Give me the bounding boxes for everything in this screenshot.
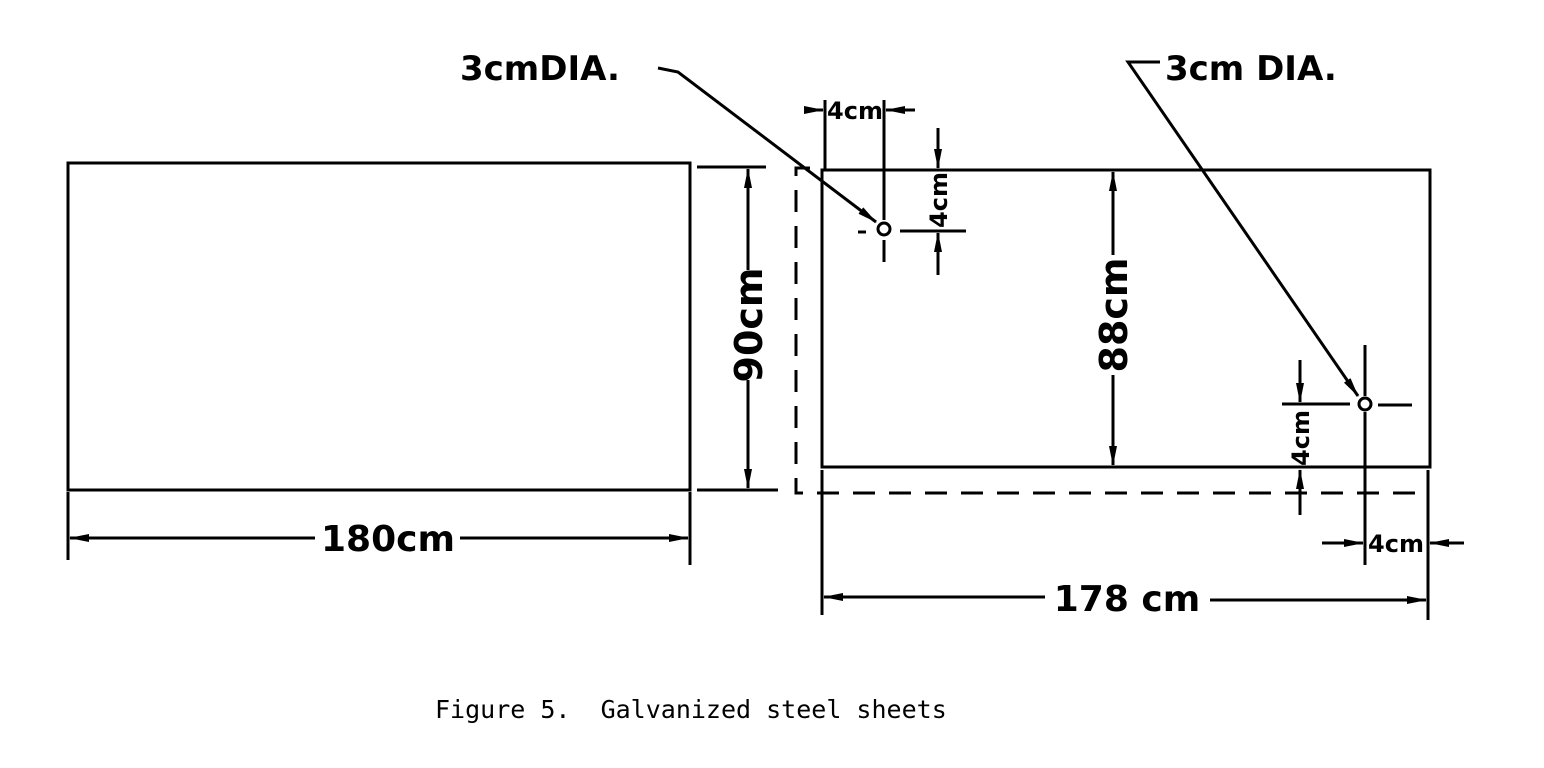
right-width-label: 178 cm [1054, 579, 1201, 620]
figure-caption: Figure 5. Galvanized steel sheets [435, 695, 947, 724]
right-width-dimension: 178 cm [820, 470, 1430, 620]
hole-left-x-offset-label: 4cm [827, 97, 883, 125]
left-sheet [66, 161, 692, 492]
hole-left-diameter-label: 3cmDIA. [460, 49, 620, 89]
hole-left: 4cm 4cm 3cmDIA. [460, 49, 966, 275]
right-height-label: 88cm [1092, 257, 1136, 372]
hole-left-y-offset-label: 4cm [925, 172, 953, 228]
left-height-label: 90cm [727, 267, 771, 382]
right-height-dimension: 88cm [1092, 171, 1136, 466]
right-sheet [820, 168, 1432, 469]
hole-right-x-offset-label: 4cm [1368, 530, 1424, 558]
hole-right-y-offset-label: 4cm [1287, 410, 1315, 466]
hole-right-diameter-label: 3cm DIA. [1165, 49, 1337, 89]
left-width-dimension: 180cm [66, 492, 692, 565]
hole-right: 4cm 4cm 3cm DIA. [1125, 49, 1464, 565]
left-height-dimension: 90cm [697, 165, 778, 492]
left-width-label: 180cm [321, 519, 455, 560]
